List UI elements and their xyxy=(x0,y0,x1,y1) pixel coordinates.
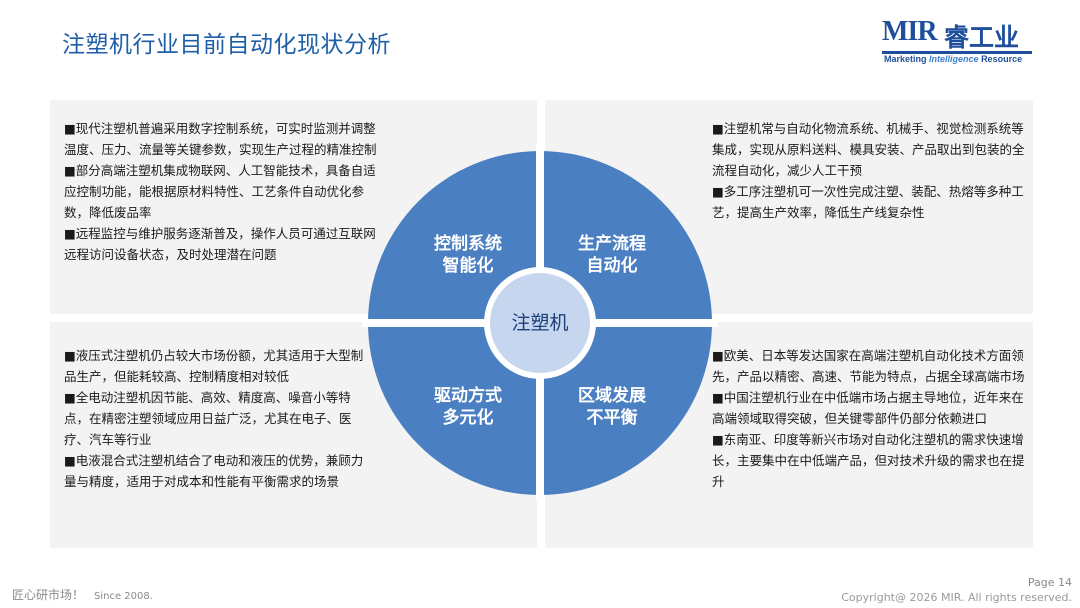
footer-since: Since 2008. xyxy=(94,591,153,602)
text-block-regional: ■欧美、日本等发达国家在高端注塑机自动化技术方面领先，产品以精密、高速、节能为特… xyxy=(712,345,1027,492)
quadrant-label-production-flow: 生产流程 自动化 xyxy=(578,234,646,276)
copyright: Copyright@ 2026 MIR. All rights reserved… xyxy=(841,591,1072,604)
quadrant-label-regional: 区域发展 不平衡 xyxy=(578,386,646,428)
mir-logo: MIR 睿工业 Marketing Intelligence Resource xyxy=(882,16,1032,66)
bullet-item: ■现代注塑机普遍采用数字控制系统，可实时监测并调整温度、压力、流量等关键参数，实… xyxy=(64,121,377,157)
footer-slogan: 匠心研市场！Since 2008. xyxy=(12,588,153,602)
text-block-drive-mode: ■液压式注塑机仍占较大市场份额，尤其适用于大型制品生产，但能耗较高、控制精度相对… xyxy=(64,345,369,492)
bullet-item: ■多工序注塑机可一次性完成注塑、装配、热熔等多种工艺，提高生产效率，降低生产线复… xyxy=(712,184,1024,220)
bullet-item: ■注塑机常与自动化物流系统、机械手、视觉检测系统等集成，实现从原料送料、模具安装… xyxy=(712,121,1025,178)
text-block-production-flow: ■注塑机常与自动化物流系统、机械手、视觉检测系统等集成，实现从原料送料、模具安装… xyxy=(712,118,1027,223)
quadrant-label-control-system: 控制系统 智能化 xyxy=(434,234,502,276)
bullet-item: ■欧美、日本等发达国家在高端注塑机自动化技术方面领先，产品以精密、高速、节能为特… xyxy=(712,348,1025,384)
text-block-control-system: ■现代注塑机普遍采用数字控制系统，可实时监测并调整温度、压力、流量等关键参数，实… xyxy=(64,118,379,265)
logo-tagline: Marketing Intelligence Resource xyxy=(884,54,1023,64)
bullet-item: ■液压式注塑机仍占较大市场份额，尤其适用于大型制品生产，但能耗较高、控制精度相对… xyxy=(64,348,364,384)
center-circle xyxy=(490,273,590,373)
bullet-item: ■全电动注塑机因节能、高效、精度高、噪音小等特点，在精密注塑领域应用日益广泛，尤… xyxy=(64,390,352,447)
logo-brand: MIR xyxy=(882,16,938,47)
page-title: 注塑机行业目前自动化现状分析 xyxy=(62,32,391,58)
bullet-item: ■部分高端注塑机集成物联网、人工智能技术，具备自适应控制功能，能根据原材料特性、… xyxy=(64,163,376,220)
page-number: Page 14 xyxy=(1027,576,1072,589)
logo-underline xyxy=(882,51,1032,54)
quadrant-label-drive-mode: 驱动方式 多元化 xyxy=(434,386,502,428)
bullet-item: ■东南亚、印度等新兴市场对自动化注塑机的需求快速增长，主要集中在中低端产品，但对… xyxy=(712,432,1025,489)
bullet-item: ■中国注塑机行业在中低端市场占据主导地位，近年来在高端领域取得突破，但关键零部件… xyxy=(712,390,1024,426)
bullet-item: ■电液混合式注塑机结合了电动和液压的优势，兼顾力量与精度，适用于对成本和性能有平… xyxy=(64,453,364,489)
logo-brand-cn: 睿工业 xyxy=(944,23,1020,52)
bullet-item: ■远程监控与维护服务逐渐普及，操作人员可通过互联网远程访问设备状态，及时处理潜在… xyxy=(64,226,376,262)
center-label: 注塑机 xyxy=(511,312,569,334)
